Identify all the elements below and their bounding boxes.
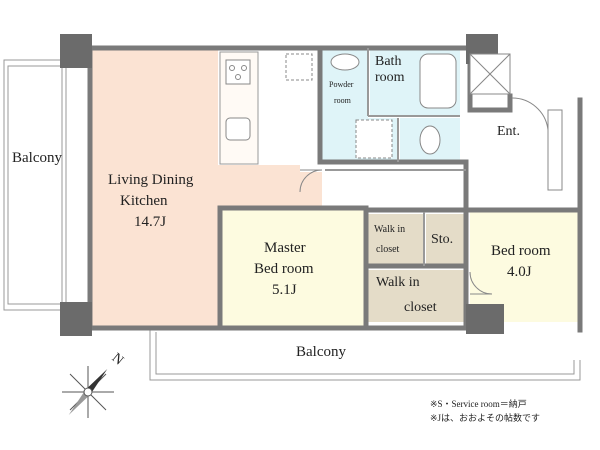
bedroom-label-line1: Bed room: [491, 243, 551, 259]
powder-label-line1: Powder: [329, 80, 354, 89]
wic-big-floor: [368, 270, 466, 322]
master-label-line2: Bed room: [254, 261, 314, 277]
walls: [87, 45, 583, 333]
ldk-label-line2: Kitchen: [120, 193, 168, 209]
wic-small-floor: [368, 214, 424, 264]
wic-small-label-line1: Walk in: [374, 224, 406, 235]
ldk-floor: [92, 50, 322, 326]
bedroom-floor: [470, 212, 578, 322]
wic-small-label-line2: closet: [376, 244, 400, 255]
thin-walls: [325, 48, 466, 266]
master-label-line1: Master: [264, 240, 306, 256]
fixtures: [225, 53, 511, 159]
balcony-left-outline: [3, 59, 67, 311]
bedroom-size: 4.0J: [507, 264, 532, 280]
master-floor: [222, 210, 364, 326]
compass-rose: [62, 366, 114, 418]
balcony-left-label: Balcony: [12, 150, 62, 166]
wic-big-label-line1: Walk in: [376, 275, 420, 290]
ldk-label-line1: Living Dining: [108, 172, 194, 188]
entrance-label: Ent.: [497, 124, 520, 139]
wic-big-label-line2: closet: [404, 300, 437, 315]
balcony-bottom-label: Balcony: [296, 344, 346, 360]
powder-label-line2: room: [334, 96, 351, 105]
service-room-note: ※S・Service room＝納戸: [430, 399, 527, 409]
doors: [299, 97, 563, 295]
bath-label-line1: Bath: [375, 54, 402, 69]
storage-floor: [426, 214, 466, 264]
bath-label-line2: room: [375, 70, 405, 85]
ldk-size: 14.7J: [134, 214, 167, 230]
storage-label: Sto.: [431, 232, 454, 247]
master-size: 5.1J: [272, 282, 297, 298]
jo-note: ※Jは、おおよその帖数です: [430, 413, 541, 423]
balcony-bottom-outline: [149, 328, 581, 381]
